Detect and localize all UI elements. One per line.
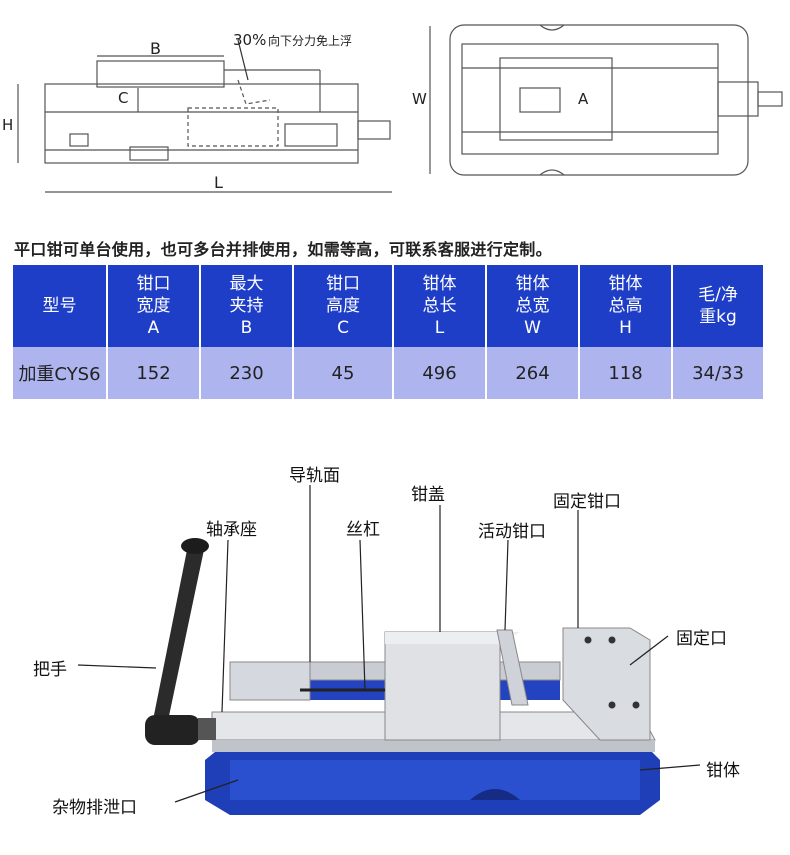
table-header-line: 钳体 xyxy=(515,274,550,294)
table-cell: 230 xyxy=(200,347,294,399)
dim-l-label: L xyxy=(214,173,223,192)
top-view-drawing xyxy=(429,24,783,176)
side-view-drawing xyxy=(17,39,392,193)
table-header-line: 夹持 xyxy=(229,296,264,316)
force-note: 向下分力免上浮 xyxy=(268,33,352,48)
table-header-line: 高度 xyxy=(326,296,360,316)
table-cell: 加重CYS6 xyxy=(13,347,108,399)
table-cell: 45 xyxy=(293,347,394,399)
vise-illustration xyxy=(77,485,701,815)
label-jaw-cover: 钳盖 xyxy=(411,485,445,505)
usage-note: 平口钳可单台使用，也可多台并排使用，如需等高，可联系客服进行定制。 xyxy=(14,240,552,259)
table-header-line: A xyxy=(147,318,160,338)
table-header-line: 钳体 xyxy=(422,274,457,294)
table-cell: 152 xyxy=(107,347,201,399)
table-header-line: L xyxy=(434,318,445,338)
table-header-line: 钳口 xyxy=(136,274,171,294)
technical-drawing: B C H L 30% 向下分力免上浮 W A xyxy=(2,24,783,193)
table-cell: 34/33 xyxy=(672,347,763,399)
dim-a-label: A xyxy=(578,90,589,108)
table-header-cell: 毛/净重kg xyxy=(672,265,763,347)
dim-w-label: W xyxy=(412,90,427,108)
table-header-line: 重kg xyxy=(699,307,737,327)
force-percent: 30% xyxy=(233,31,266,49)
table-header-line: H xyxy=(619,318,632,338)
table-header-line: 最大 xyxy=(229,274,264,294)
table-header-cell: 型号 xyxy=(13,265,108,347)
label-vise-body: 钳体 xyxy=(706,761,740,781)
table-header-line: 总宽 xyxy=(515,296,550,316)
table-header-line: 钳体 xyxy=(608,274,643,294)
table-header-line: 型号 xyxy=(42,296,77,316)
label-bearing-seat: 轴承座 xyxy=(206,520,257,540)
table-header-line: C xyxy=(337,318,349,338)
label-guide-surface: 导轨面 xyxy=(289,466,340,486)
table-header-line: B xyxy=(240,318,253,338)
label-fixed-mouth: 固定口 xyxy=(676,629,727,649)
table-header-line: 钳口 xyxy=(326,274,360,294)
table-header-line: W xyxy=(524,318,541,338)
table-cell: 496 xyxy=(393,347,487,399)
table-cell: 118 xyxy=(579,347,673,399)
label-fixed-jaw: 固定钳口 xyxy=(553,492,621,512)
label-moving-jaw: 活动钳口 xyxy=(478,522,546,542)
table-header-line: 总高 xyxy=(608,296,643,316)
label-lead-screw: 丝杠 xyxy=(346,520,380,540)
table-cell: 264 xyxy=(486,347,580,399)
table-header-line: 毛/净 xyxy=(698,285,738,305)
label-debris-outlet: 杂物排泄口 xyxy=(52,798,137,818)
table-header-line: 总长 xyxy=(422,296,457,316)
dim-c-label: C xyxy=(118,89,128,107)
dim-h-label: H xyxy=(2,116,13,134)
table-header-line: 宽度 xyxy=(136,296,171,316)
label-handle: 把手 xyxy=(33,660,67,680)
dim-b-label: B xyxy=(150,39,161,58)
